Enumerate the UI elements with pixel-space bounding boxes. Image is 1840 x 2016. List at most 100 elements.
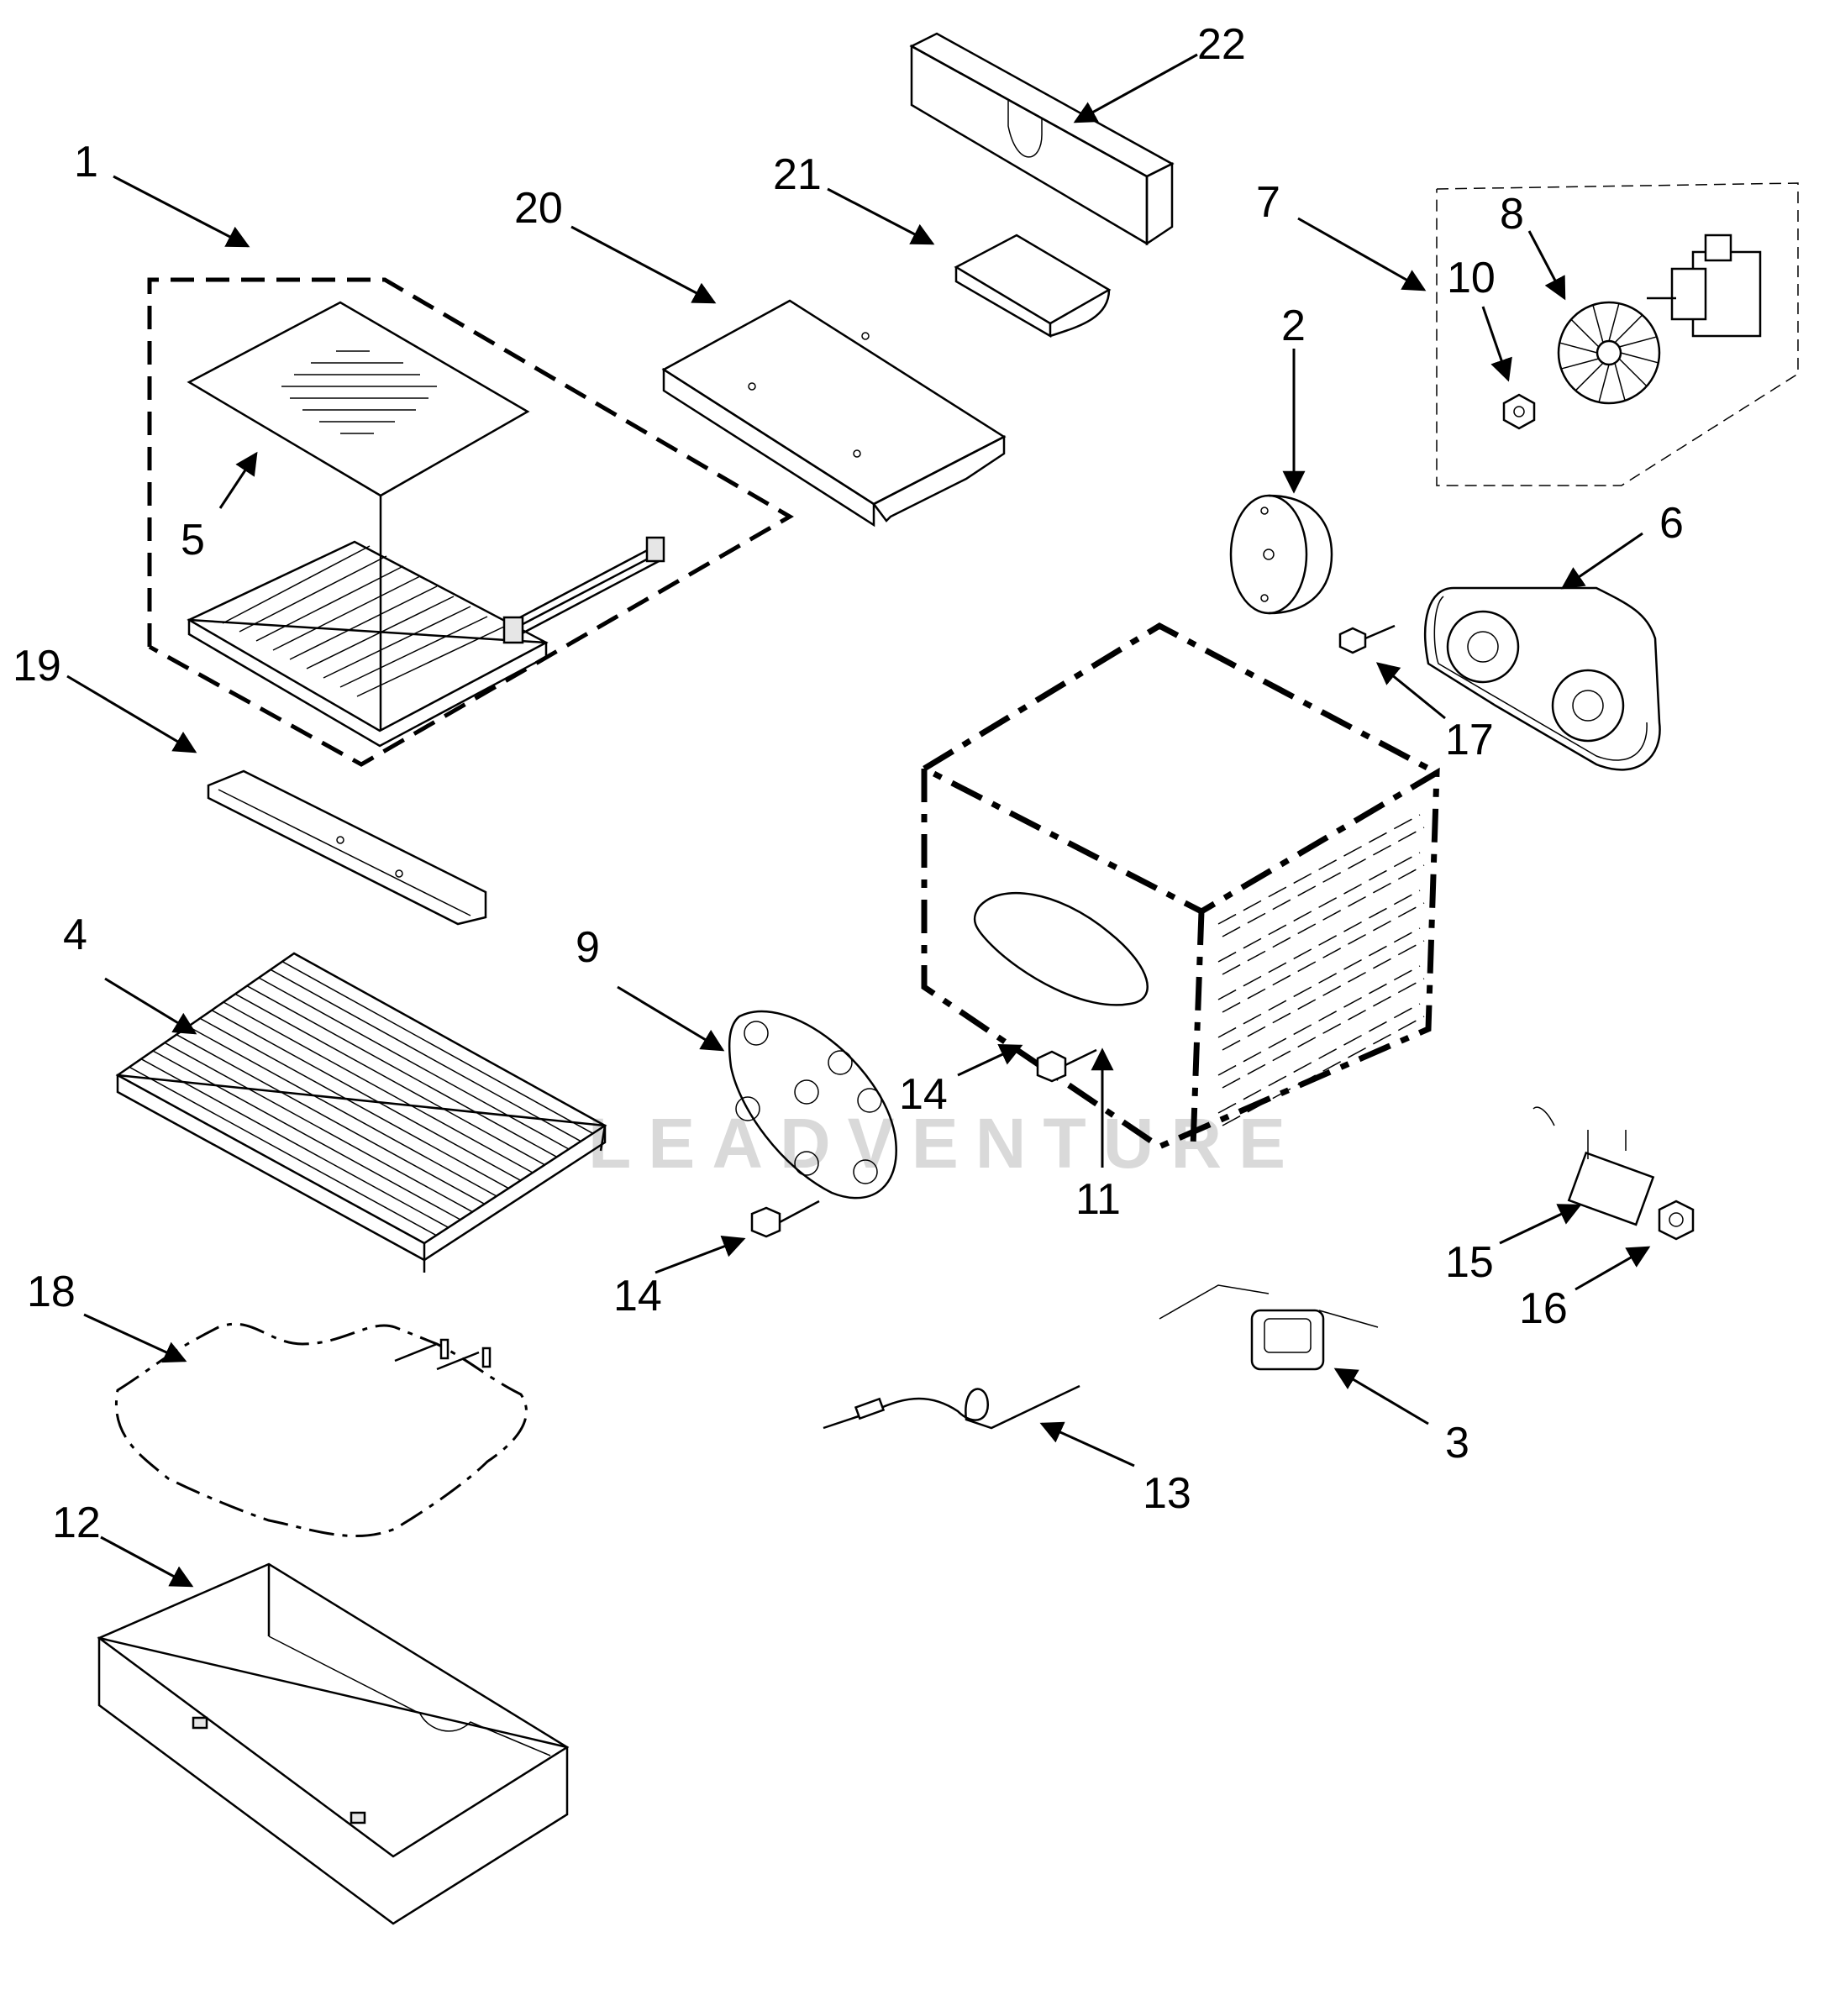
callout-8: 8: [1500, 190, 1524, 239]
part-8-fan-blade: [1557, 301, 1661, 405]
rack-bar: [258, 977, 570, 1150]
rack-bar: [199, 1017, 509, 1189]
arrow-14-lower: [655, 1236, 746, 1274]
part-3-probe-receptacle: [1159, 1284, 1379, 1371]
part-12-drawer-pan: [97, 1562, 570, 1925]
callout-4: 4: [63, 911, 87, 959]
fan-blade-vane: [1618, 336, 1658, 348]
motor-body: [1647, 234, 1762, 338]
callout-10: 10: [1447, 254, 1496, 302]
part-5-glass-panel: [187, 301, 530, 497]
callout-14-upper: 14: [899, 1070, 948, 1119]
cavity-rack-rail: [1217, 852, 1425, 975]
arrow-6: [1560, 532, 1643, 590]
rack-bar: [246, 985, 558, 1158]
part-2-fan-cover: [1229, 494, 1333, 615]
arrow-14-upper: [957, 1044, 1023, 1077]
arrow-10: [1481, 306, 1512, 382]
rack-bar: [223, 1001, 534, 1173]
arrow-13: [1039, 1421, 1135, 1467]
callout-19: 19: [13, 642, 61, 690]
callout-18: 18: [27, 1268, 76, 1316]
callout-14-lower: 14: [613, 1272, 662, 1320]
rack-bar: [164, 1042, 473, 1213]
callout-7: 7: [1256, 178, 1280, 227]
arrow-9: [617, 985, 725, 1052]
part-21-duct-bracket: [954, 234, 1112, 339]
fan-blade-vane: [1614, 314, 1643, 344]
callout-20: 20: [514, 184, 563, 233]
part-4-oven-rack: [115, 952, 607, 1273]
arrow-21: [827, 187, 935, 245]
callout-15: 15: [1445, 1238, 1494, 1287]
callout-12: 12: [52, 1499, 101, 1547]
callout-17: 17: [1445, 716, 1494, 764]
callout-5: 5: [181, 516, 205, 564]
cavity-rack-rail: [1217, 927, 1425, 1051]
arrow-19: [66, 675, 197, 753]
wire-harness: [503, 544, 665, 640]
fan-blade-vane: [1570, 318, 1600, 348]
arrow-8: [1527, 230, 1566, 301]
part-20-top-panel: [661, 299, 1007, 528]
callout-21: 21: [773, 150, 822, 199]
oven-cavity: [921, 622, 1440, 1150]
part-1-warming-drawer-top-assembly: [147, 277, 794, 767]
fan-blade-vane: [1560, 358, 1600, 370]
rack-bar: [152, 1050, 461, 1221]
arrow-18: [83, 1313, 187, 1363]
callout-16: 16: [1519, 1284, 1568, 1333]
fan-blade-vane: [1575, 362, 1604, 391]
rack-bar: [129, 1066, 437, 1236]
arrow-20: [570, 225, 717, 304]
callout-6: 6: [1659, 499, 1684, 548]
rack-bar: [281, 961, 594, 1134]
arrow-5: [218, 451, 258, 509]
arrow-3: [1333, 1368, 1429, 1425]
cavity-rack-rail: [1217, 965, 1425, 1089]
callout-3: 3: [1445, 1419, 1469, 1467]
part-18-bake-element: [115, 1322, 528, 1538]
part-15-light-socket: [1532, 1106, 1655, 1226]
arrow-22: [1073, 53, 1198, 123]
part-22-vent-duct: [909, 32, 1175, 246]
rack-bar: [211, 1010, 522, 1181]
leader-arrows: [66, 53, 1651, 1588]
part-9-fan-baffle: [728, 1011, 897, 1200]
arrow-16: [1575, 1246, 1651, 1291]
rack-bar: [140, 1058, 449, 1228]
fan-blade-vane: [1598, 364, 1610, 402]
callout-labels: 1 22 21 20 7 8 10 2 5 6 17 19 4 9 14 11 …: [13, 20, 1684, 1547]
callout-11: 11: [1075, 1175, 1121, 1224]
fan-blade-vane: [1608, 303, 1620, 342]
fan-blade-vane: [1559, 342, 1598, 354]
rack-bar: [176, 1034, 486, 1205]
callout-2: 2: [1281, 302, 1306, 350]
part-14-screw-lower: [750, 1200, 820, 1238]
part-17-screw: [1338, 624, 1396, 654]
fan-blade-vane: [1618, 358, 1648, 387]
part-7-convection-motor-group: [1436, 182, 1799, 486]
cavity-rack-rail: [1217, 890, 1425, 1013]
arrow-17: [1375, 662, 1446, 720]
callout-13: 13: [1143, 1469, 1191, 1518]
part-16-light-lens-nut: [1658, 1200, 1695, 1241]
fan-blade-vane: [1592, 304, 1604, 344]
heating-panel: [187, 540, 549, 732]
callout-9: 9: [576, 923, 600, 972]
part-19-bracket: [207, 769, 487, 926]
arrow-12: [100, 1536, 194, 1588]
watermark-text: LEADVENTURE: [588, 1104, 1302, 1183]
arrow-15: [1499, 1204, 1582, 1245]
arrow-4: [104, 977, 197, 1035]
rack-bar: [187, 1026, 497, 1197]
part-10-nut: [1502, 393, 1536, 430]
part-13-meat-probe: [823, 1384, 1080, 1430]
callout-1: 1: [74, 138, 98, 186]
cavity-rack-rail: [1217, 1003, 1425, 1126]
part-6-rear-cover: [1424, 586, 1661, 771]
rack-bar: [270, 969, 581, 1142]
arrow-7: [1297, 217, 1427, 291]
part-14-screw-upper: [1036, 1048, 1097, 1083]
